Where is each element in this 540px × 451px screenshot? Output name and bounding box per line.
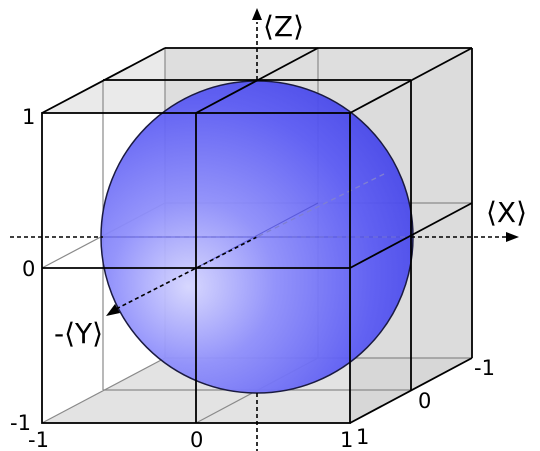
x-axis-label: ⟨X⟩ — [486, 196, 527, 229]
tick-bottom-front-mid: 0 — [190, 428, 203, 451]
x-axis-arrowhead — [506, 232, 519, 242]
tick-bottom-front-left: -1 — [28, 428, 49, 451]
tick-front-left-top: 1 — [22, 105, 35, 129]
tick-right-depth-front: 1 — [356, 425, 369, 449]
y-axis-label: -⟨Y⟩ — [54, 317, 103, 350]
y-axis — [106, 173, 385, 316]
tick-front-left-bottom: -1 — [10, 411, 31, 435]
z-axis-arrowhead — [252, 8, 262, 20]
tick-right-depth-back: -1 — [474, 356, 495, 380]
tick-front-left-mid: 0 — [22, 257, 35, 281]
y-axis-arrowhead — [106, 304, 120, 316]
cube-front-edges — [41, 47, 473, 424]
tick-right-depth-mid: 0 — [418, 389, 431, 413]
tick-bottom-front-right: 1 — [340, 428, 353, 451]
z-axis — [252, 8, 262, 80]
x-axis — [10, 232, 519, 242]
z-axis-label: ⟨Z⟩ — [263, 10, 304, 43]
